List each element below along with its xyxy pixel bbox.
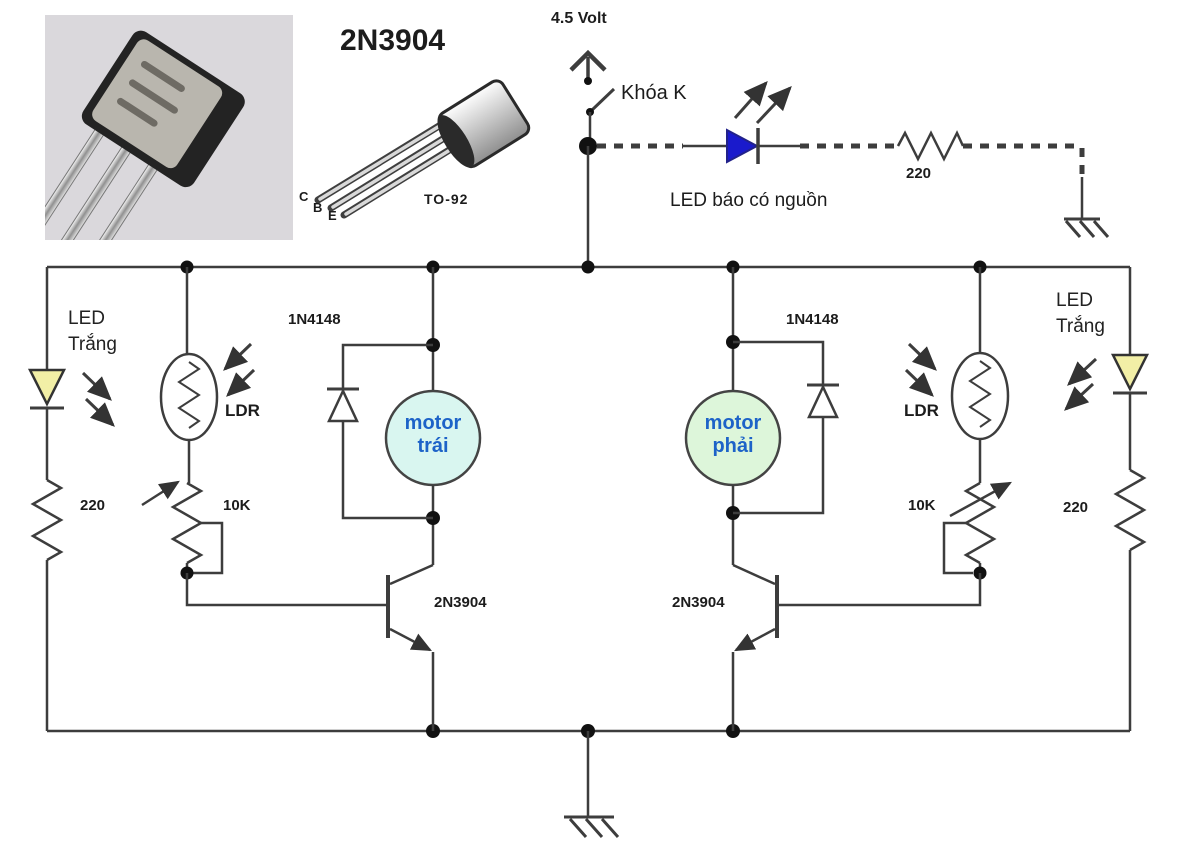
left-led-emission-arrows: [81, 371, 115, 427]
bus-wires: [47, 260, 1130, 838]
right-ldr-light-arrows: [904, 342, 937, 397]
indicator-led-symbol: [726, 128, 760, 164]
left-led-resistor-symbol: [30, 478, 64, 562]
part-title: 2N3904: [340, 24, 446, 57]
right-led-emission-arrows: [1064, 357, 1098, 411]
indicator-resistor-symbol: [896, 130, 965, 162]
to92-reference-drawing: [314, 79, 531, 219]
right-transistor-symbol: [731, 563, 779, 731]
right-diode-symbol: [733, 340, 839, 515]
right-led-label: LED Trắng: [1056, 290, 1105, 337]
left-ldr-light-arrows: [223, 342, 256, 397]
indicator-led-emission-arrows: [733, 80, 792, 125]
left-pot-wiper-arrow: [141, 480, 180, 507]
left-pot-symbol: [170, 481, 204, 565]
power-branch: [569, 49, 1110, 267]
left-ldr-column: [141, 267, 388, 607]
left-ldr-label: LDR: [225, 401, 260, 420]
right-pot-wiper-arrow: [949, 481, 1012, 518]
indicator-led-label: LED báo có nguồn: [670, 190, 828, 211]
left-motor-label: motor trái: [404, 412, 462, 457]
pin-label-emitter: E: [328, 208, 337, 223]
switch-label: Khóa K: [621, 82, 687, 104]
right-led-column: [1064, 267, 1150, 731]
right-white-led-symbol: [1110, 353, 1150, 392]
right-motor-branch: [684, 267, 839, 731]
right-diode-label: 1N4148: [786, 311, 839, 328]
left-diode-label: 1N4148: [288, 311, 341, 328]
pin-label-collector: C: [299, 189, 309, 204]
switch-symbol: [589, 87, 616, 113]
supply-voltage-label: 4.5 Volt: [551, 10, 607, 27]
left-pot-value: 10K: [223, 497, 251, 514]
supply-arrow-icon: [569, 49, 607, 72]
right-transistor-label: 2N3904: [672, 594, 725, 611]
left-led-resistor-value: 220: [80, 497, 106, 514]
ground-symbol-top-right: [1064, 217, 1110, 238]
left-transistor-symbol: [386, 563, 435, 731]
transistor-body: [81, 30, 245, 188]
pin-label-base: B: [313, 200, 323, 215]
right-led-resistor-symbol: [1113, 468, 1147, 552]
left-led-label: LED Trắng: [68, 308, 117, 355]
indicator-resistor-value: 220: [906, 165, 932, 182]
transistor-photo: [45, 15, 293, 240]
right-pot-value: 10K: [908, 497, 936, 514]
package-label: TO-92: [424, 191, 469, 207]
right-motor-label: motor phải: [704, 412, 762, 457]
left-led-column: [27, 267, 115, 731]
left-white-led-symbol: [27, 368, 67, 407]
right-ldr-column: [777, 267, 1012, 607]
ground-symbol-bottom: [564, 815, 620, 838]
transistor-photo-drawing: [45, 30, 245, 240]
left-motor-branch: [327, 267, 482, 731]
right-ldr-label: LDR: [904, 401, 939, 420]
right-led-resistor-value: 220: [1063, 499, 1089, 516]
left-transistor-label: 2N3904: [434, 594, 487, 611]
left-diode-symbol: [327, 343, 433, 520]
